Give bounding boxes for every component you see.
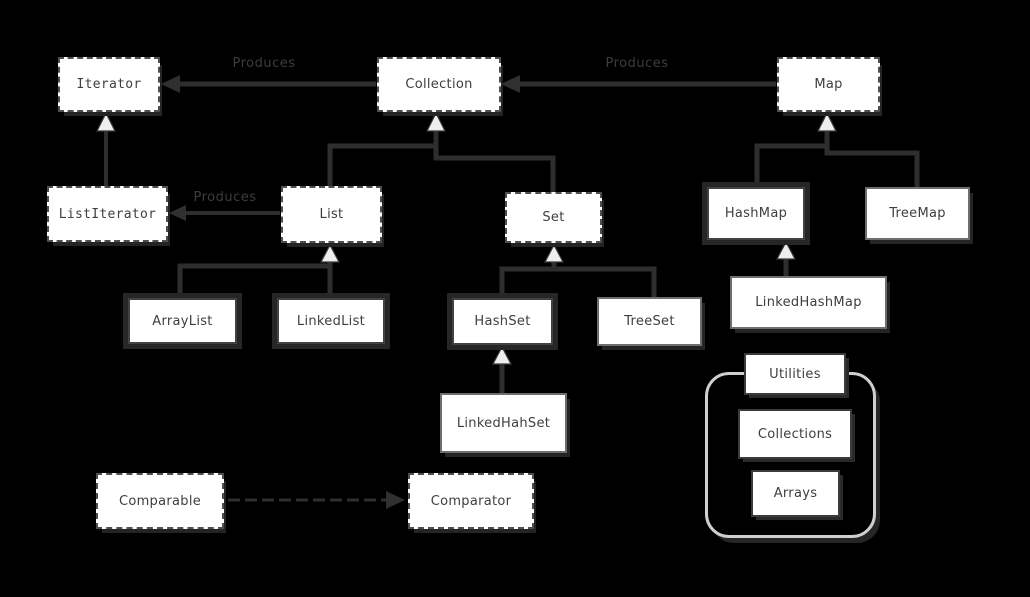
node-treeset: TreeSet	[597, 297, 702, 346]
produces-label-list-listiterator: Produces	[193, 190, 257, 205]
node-comparator: Comparator	[408, 473, 534, 529]
produces-label-collection-iterator: Produces	[232, 56, 296, 71]
node-listiterator: ListIterator	[47, 186, 168, 242]
node-hashset: HashSet	[452, 298, 553, 345]
edge-list-set-extends-collection	[327, 131, 556, 193]
node-utilities: Utilities	[744, 353, 846, 395]
edge-hashmap-treemap-extends-map	[754, 131, 920, 187]
node-arrays: Arrays	[751, 470, 840, 517]
node-map: Map	[777, 57, 880, 112]
edge-arraylist-linkedlist-extends-list	[177, 262, 333, 298]
node-collection: Collection	[377, 57, 501, 112]
edge-comparable-comparator	[228, 491, 405, 509]
edge-collection-produces-iterator	[161, 75, 376, 93]
triangle-up-collection	[426, 111, 446, 132]
node-list: List	[281, 186, 382, 243]
node-linkedlist: LinkedList	[277, 298, 385, 344]
triangle-up-set	[544, 243, 564, 263]
triangle-up-iterator	[96, 111, 116, 132]
node-set: Set	[505, 192, 602, 243]
node-linkedhahset: LinkedHahSet	[440, 393, 567, 453]
node-collections: Collections	[738, 409, 852, 459]
node-comparable: Comparable	[96, 473, 224, 529]
edge-map-produces-collection	[501, 75, 776, 93]
triangle-up-list	[320, 243, 340, 263]
triangle-up-hashset	[492, 345, 512, 365]
edge-list-produces-listiterator	[169, 205, 280, 221]
node-hashmap: HashMap	[707, 187, 805, 240]
node-arraylist: ArrayList	[128, 298, 237, 344]
triangle-up-map	[817, 111, 837, 132]
triangle-up-hashmap	[776, 240, 796, 260]
node-linkedhashmap: LinkedHashMap	[730, 276, 887, 329]
node-iterator: Iterator	[58, 57, 160, 112]
produces-label-map-collection: Produces	[605, 56, 669, 71]
edge-hashset-treeset-extends-set	[499, 262, 657, 298]
node-treemap: TreeMap	[865, 187, 970, 240]
